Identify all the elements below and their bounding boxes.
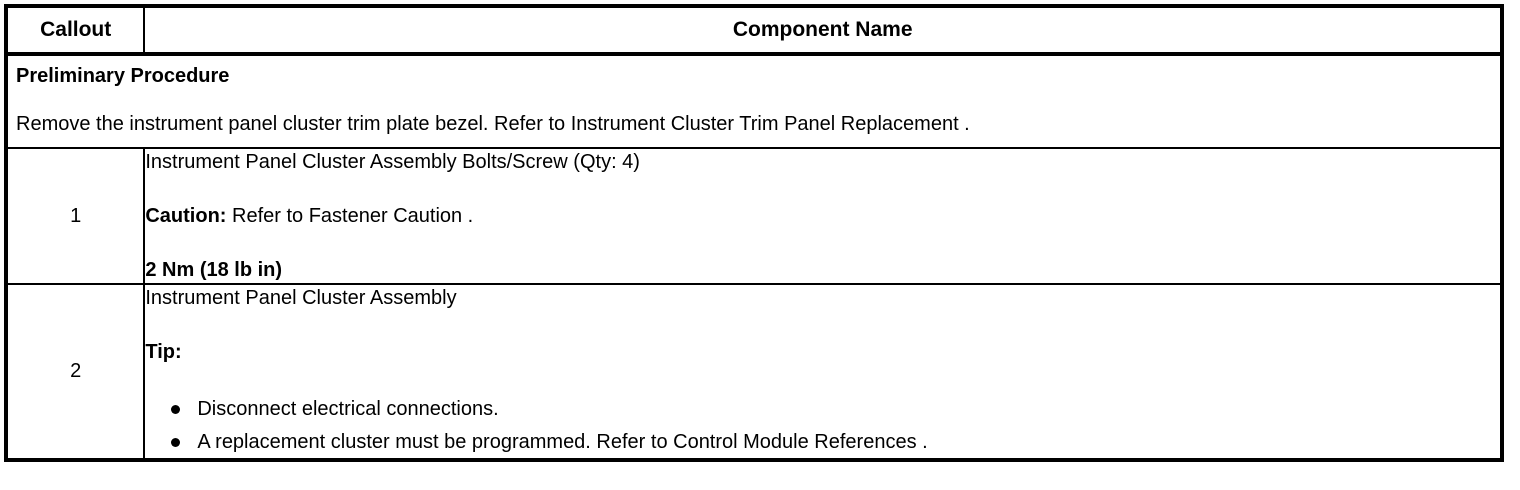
column-header-component-name: Component Name <box>144 6 1502 56</box>
tip-label: Tip: <box>145 341 182 364</box>
tip-list: Disconnect electrical connections. A rep… <box>145 393 1500 458</box>
preliminary-procedure-title: Preliminary Procedure <box>16 65 230 87</box>
list-item: Disconnect electrical connections. <box>167 393 1500 425</box>
component-name-2: Instrument Panel Cluster Assembly <box>145 287 457 310</box>
caution-text: Refer to Fastener Caution . <box>226 205 474 228</box>
preliminary-procedure-cell: Preliminary Procedure Remove the instrum… <box>6 54 1502 150</box>
tip-text: A replacement cluster must be programmed… <box>197 430 928 453</box>
table-row: 1 Instrument Panel Cluster Assembly Bolt… <box>6 148 1502 286</box>
tip-text: Disconnect electrical connections. <box>197 398 499 421</box>
torque-spec-1: 2 Nm (18 lb in) <box>145 259 283 282</box>
component-cell-1: Instrument Panel Cluster Assembly Bolts/… <box>144 148 1502 286</box>
preliminary-procedure-text: Remove the instrument panel cluster trim… <box>16 112 970 135</box>
component-table: Callout Component Name Preliminary Proce… <box>4 4 1504 462</box>
component-name-1: Instrument Panel Cluster Assembly Bolts/… <box>145 151 640 174</box>
table-header-row: Callout Component Name <box>6 6 1502 56</box>
callout-number-2: 2 <box>6 284 146 460</box>
component-cell-2: Instrument Panel Cluster Assembly Tip: D… <box>144 284 1502 460</box>
callout-number-1: 1 <box>6 148 146 286</box>
column-header-callout: Callout <box>6 6 146 56</box>
caution-note-1: Caution: Refer to Fastener Caution . <box>145 203 1500 229</box>
list-item: A replacement cluster must be programmed… <box>167 426 1500 458</box>
table-row: 2 Instrument Panel Cluster Assembly Tip:… <box>6 284 1502 460</box>
bullet-icon <box>171 437 181 447</box>
bullet-icon <box>171 405 181 415</box>
caution-label: Caution: <box>145 205 227 228</box>
preliminary-procedure-row: Preliminary Procedure Remove the instrum… <box>6 54 1502 150</box>
